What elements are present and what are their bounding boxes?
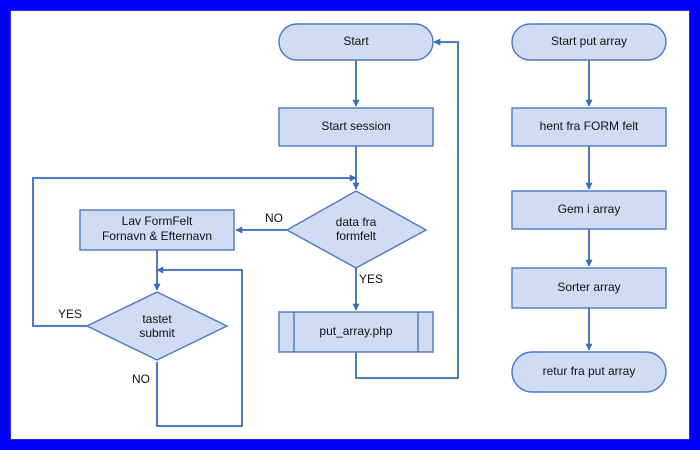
node-retur-fra-put-array: retur fra put array xyxy=(511,351,667,393)
edge-put-array-loop-to-start xyxy=(355,38,459,379)
node-start-put-array-label: Start put array xyxy=(551,34,627,48)
node-hent-fra-form-felt-label: hent fra FORM felt xyxy=(540,119,639,133)
decision-data-label-line1: data fra xyxy=(336,215,377,229)
lav-formfelt-label-line2: Fornavn & Efternavn xyxy=(102,229,212,243)
node-start: Start xyxy=(278,23,434,61)
node-decision-data-fra-formfelt: data fra formfelt xyxy=(285,190,428,269)
edge-submit-yes-loop xyxy=(32,174,357,327)
branch-label-submit-yes: YES xyxy=(58,307,82,321)
node-lav-formfelt: Lav FormFelt Fornavn & Efternavn xyxy=(79,209,235,251)
node-sorter-array: Sorter array xyxy=(511,267,667,309)
node-put-array-php: put_array.php xyxy=(278,311,434,353)
node-gem-i-array-label: Gem i array xyxy=(558,202,621,216)
node-hent-fra-form-felt: hent fra FORM felt xyxy=(511,107,667,147)
node-put-array-php-label: put_array.php xyxy=(319,324,392,338)
node-start-put-array: Start put array xyxy=(511,23,667,61)
node-retur-fra-put-array-label: retur fra put array xyxy=(543,364,636,378)
connectors xyxy=(32,38,459,427)
edge-submit-no-loop xyxy=(156,266,243,427)
node-sorter-array-label: Sorter array xyxy=(557,280,620,294)
lav-formfelt-label-line1: Lav FormFelt xyxy=(122,214,193,228)
decision-submit-label-line2: submit xyxy=(139,326,175,340)
decision-data-label-line2: formfelt xyxy=(336,229,377,243)
branch-label-data-yes: YES xyxy=(359,272,383,286)
node-start-session-label: Start session xyxy=(321,119,390,133)
decision-submit-label-line1: tastet xyxy=(142,312,172,326)
node-gem-i-array: Gem i array xyxy=(511,190,667,230)
node-decision-tastet-submit: tastet submit xyxy=(85,291,229,361)
node-start-session: Start session xyxy=(278,107,434,147)
node-start-label: Start xyxy=(343,34,369,48)
branch-label-data-no: NO xyxy=(265,211,283,225)
branch-label-submit-no: NO xyxy=(132,372,150,386)
